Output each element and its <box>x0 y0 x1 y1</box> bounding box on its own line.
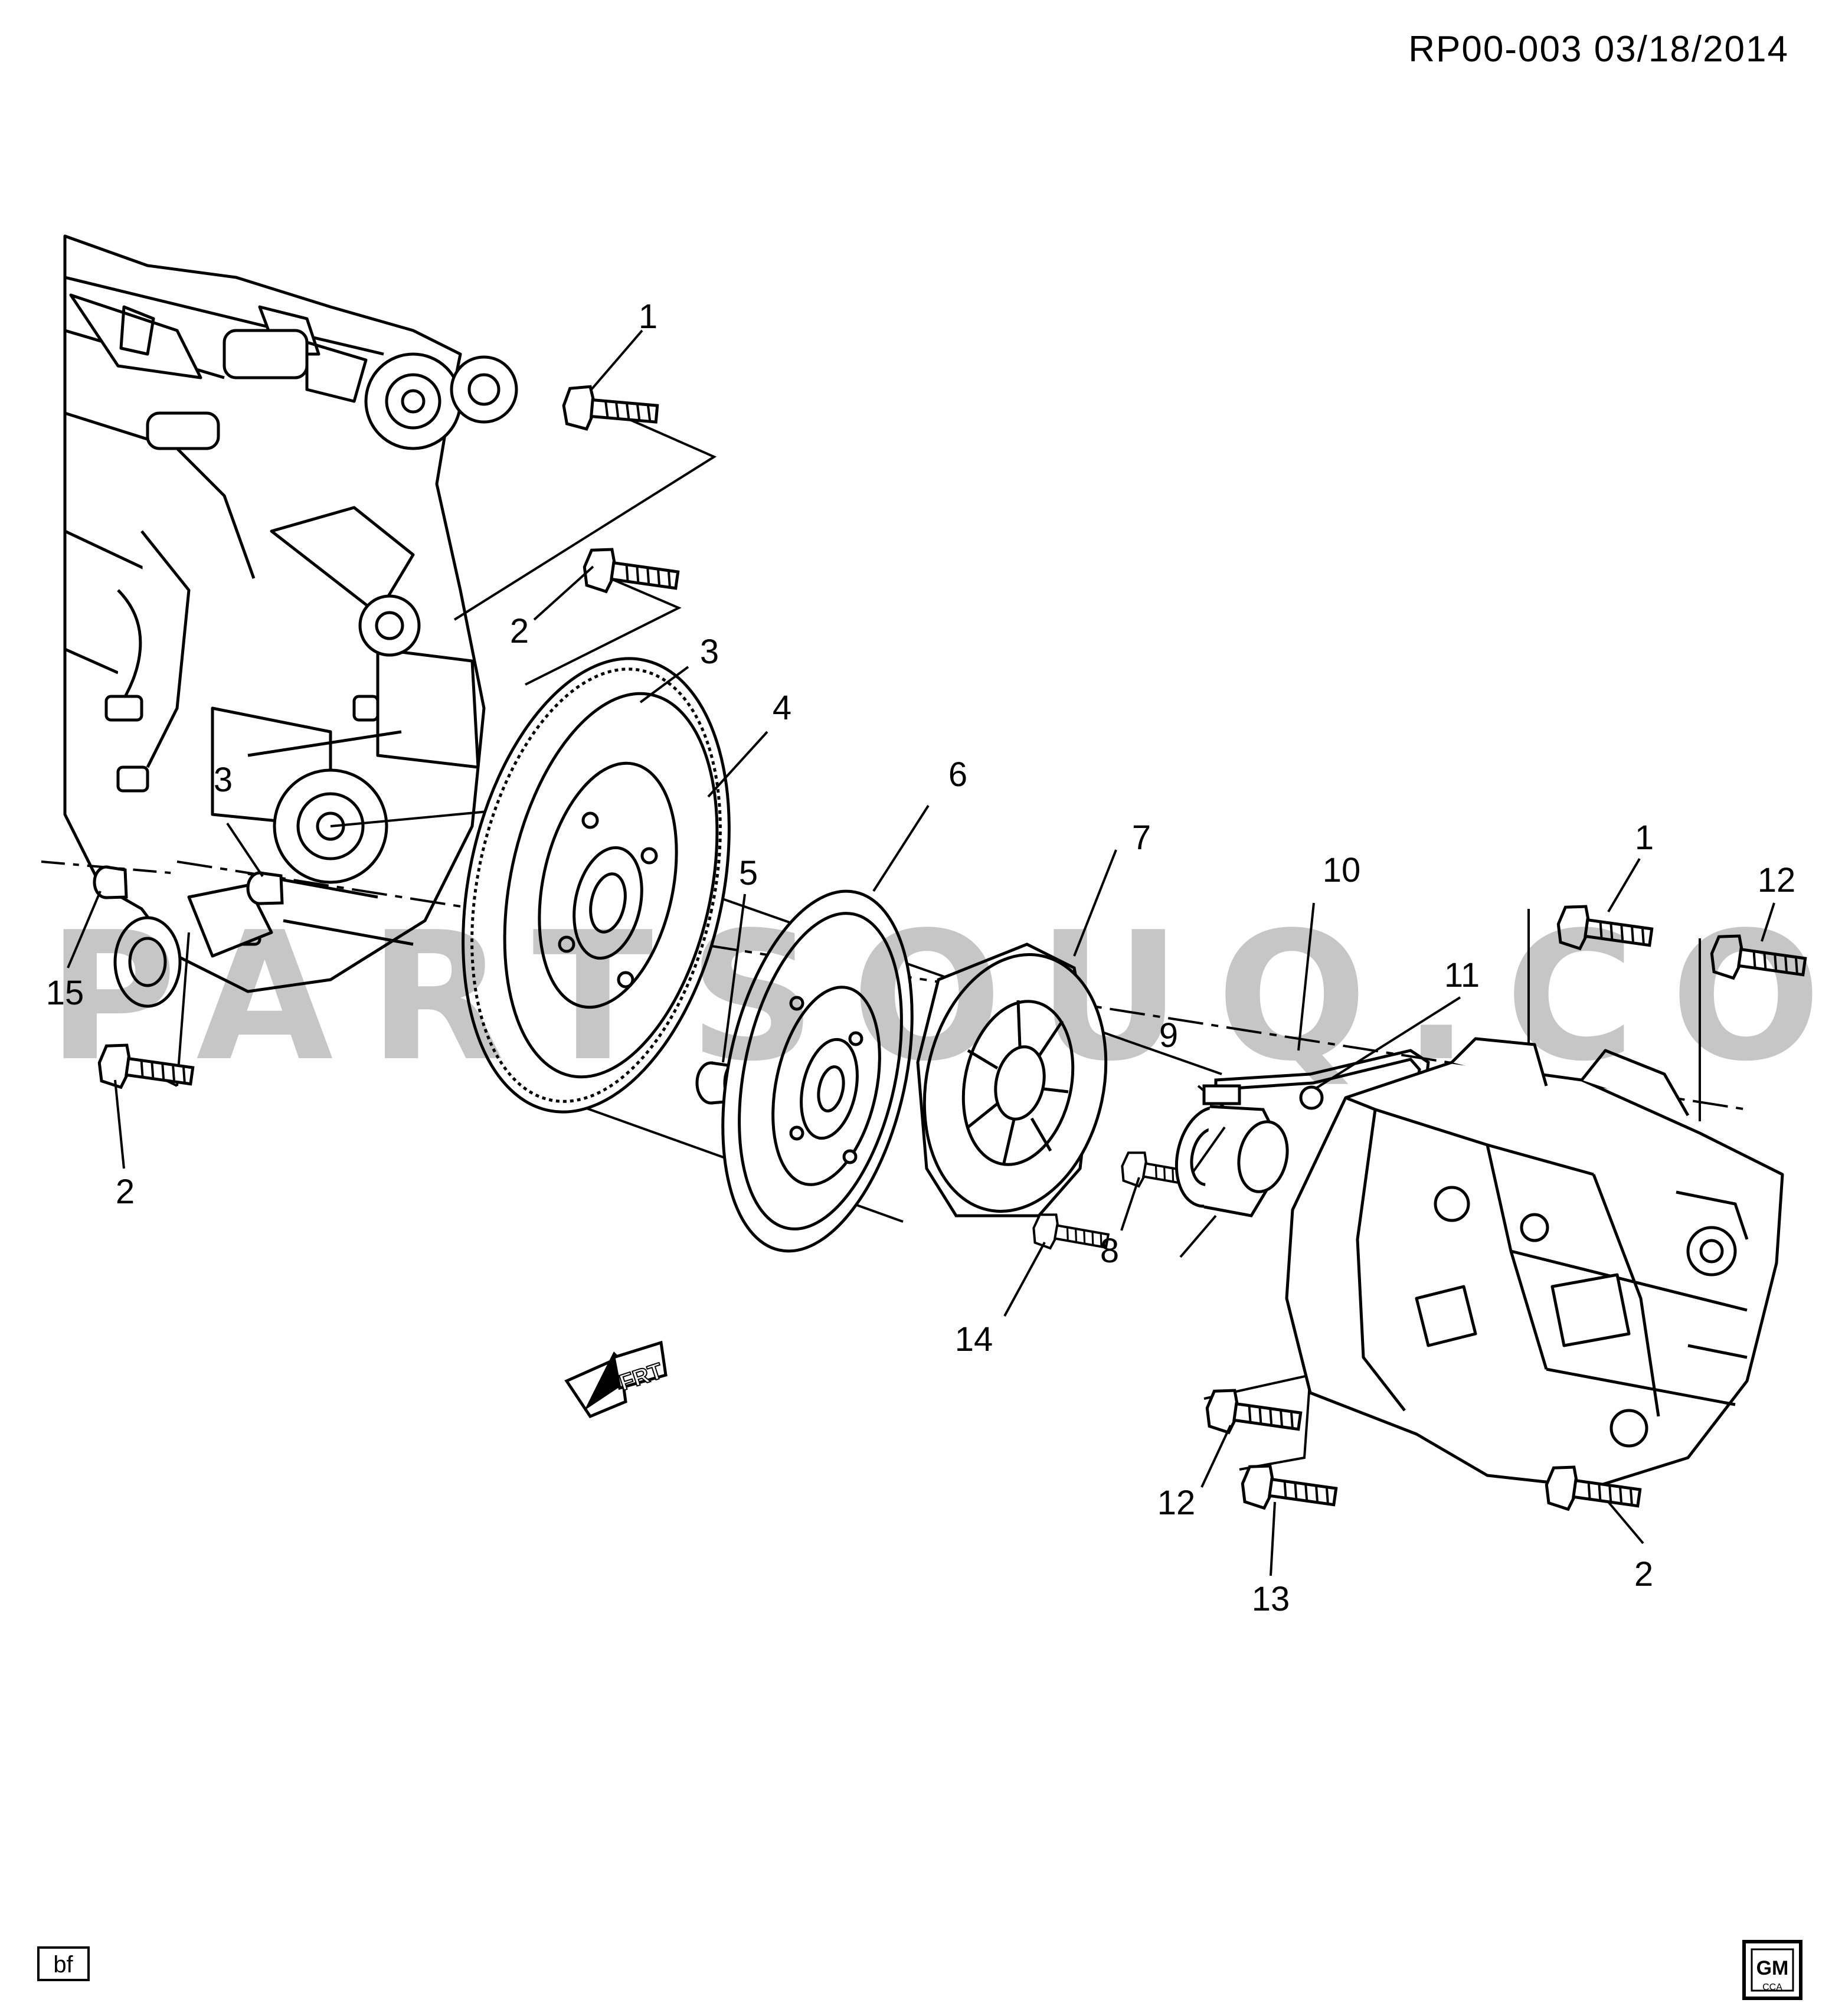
callout-11: 11 <box>1444 956 1480 994</box>
clutch-disc-6 <box>721 889 914 1253</box>
callout-6: 6 <box>948 755 968 794</box>
watermark: PARTSOUQ.COM <box>47 894 1832 1100</box>
engine-block <box>63 234 518 1008</box>
gm-logo-text: GM <box>1756 1957 1789 1979</box>
diagram-reference: RP00-003 03/18/2014 <box>1408 29 1789 70</box>
callout-7: 7 <box>1131 819 1151 857</box>
bolt-1-engine <box>562 385 659 435</box>
footer-code-box <box>37 1946 90 1981</box>
callout-15: 15 <box>45 974 84 1012</box>
callout-8: 8 <box>1100 1232 1120 1270</box>
callout-3: 3 <box>699 633 719 671</box>
callout-1: 1 <box>1634 819 1654 857</box>
bolt-14 <box>1030 1211 1110 1258</box>
callout-10: 10 <box>1322 851 1361 889</box>
release-bearing-9 <box>1175 1105 1289 1218</box>
callout-2: 2 <box>509 612 529 650</box>
leader-lines <box>67 329 1775 1576</box>
callout-3: 3 <box>213 761 233 799</box>
callout-12: 12 <box>1157 1484 1196 1522</box>
gm-logo: GM CCA <box>1742 1940 1802 2000</box>
bolt-2-engine <box>581 546 679 601</box>
callout-2: 2 <box>115 1173 135 1211</box>
plug-15 <box>93 865 128 899</box>
callout-4: 4 <box>772 689 792 727</box>
callout-9: 9 <box>1159 1016 1179 1055</box>
pressure-plate-7 <box>916 942 1108 1218</box>
footer-code: bf <box>53 1952 73 1978</box>
front-direction-arrow-icon <box>564 1340 668 1419</box>
callout-12: 12 <box>1757 861 1796 899</box>
bleeder-11 <box>1299 1085 1324 1110</box>
bolt-13 <box>1239 1462 1337 1517</box>
callout-5: 5 <box>738 854 758 892</box>
bolt-12-lower <box>1204 1387 1302 1442</box>
callout-1: 1 <box>638 297 658 336</box>
callout-2: 2 <box>1634 1555 1654 1593</box>
gm-logo-subtext: CCA <box>1762 1982 1782 1992</box>
callout-14: 14 <box>954 1320 993 1359</box>
transmission-housing <box>1285 1037 1784 1489</box>
callout-13: 13 <box>1251 1580 1290 1618</box>
